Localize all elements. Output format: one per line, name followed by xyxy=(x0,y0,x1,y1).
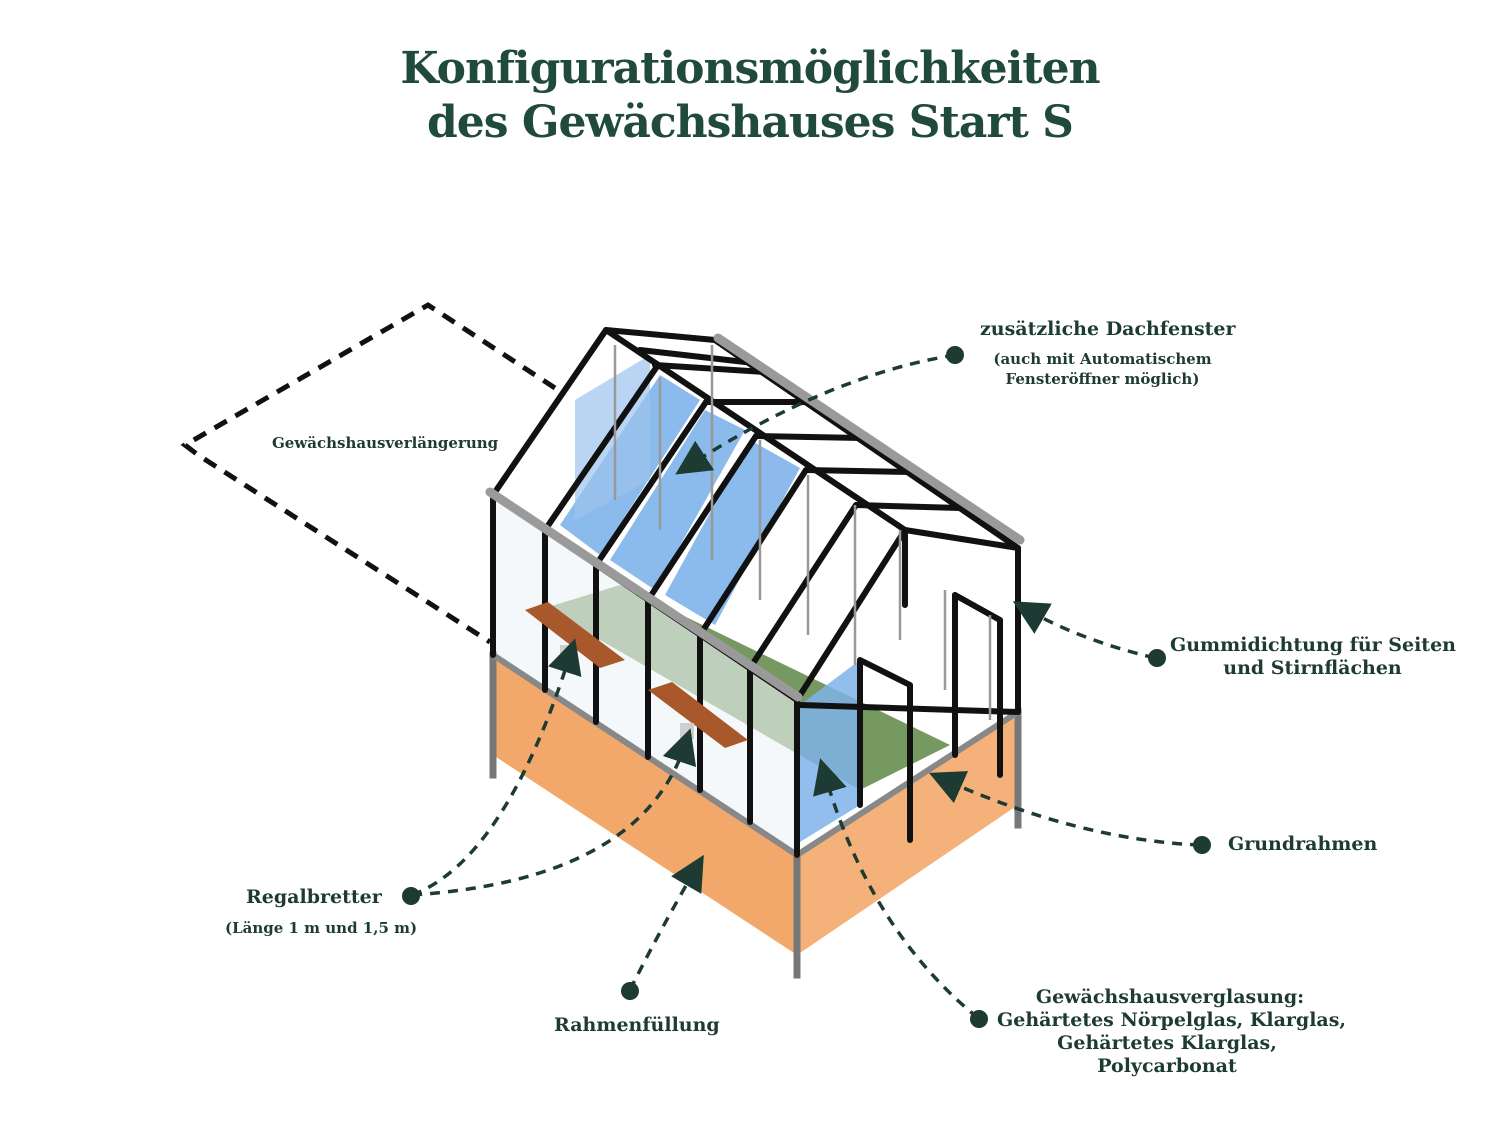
dot-roof-window xyxy=(946,346,964,364)
extension-outline xyxy=(180,302,557,645)
leader-shelves-2 xyxy=(411,728,697,897)
marker-dots xyxy=(402,346,1211,1028)
gutters xyxy=(485,333,1025,702)
label-extension: Gewächshausverlängerung xyxy=(272,434,499,452)
dot-seal xyxy=(1148,649,1166,667)
leader-glazing xyxy=(813,758,980,1020)
leader-seal xyxy=(1012,601,1156,660)
shelf-2 xyxy=(648,682,748,748)
shelf-1 xyxy=(525,602,625,668)
label-glazing-4: Polycarbonat xyxy=(1097,1055,1237,1077)
leader-lines xyxy=(411,353,1201,1020)
label-seal-2: und Stirnflächen xyxy=(1223,657,1402,679)
label-shelves: Regalbretter xyxy=(246,886,382,908)
label-glazing-2: Gehärtetes Nörpelglas, Klarglas, xyxy=(997,1009,1347,1031)
leader-frame-fill xyxy=(628,854,704,991)
label-roof-window-note-1: (auch mit Automatischem xyxy=(993,350,1212,368)
page-title-line-2: des Gewächshauses Start S xyxy=(427,97,1074,148)
dot-glazing xyxy=(970,1010,988,1028)
legs xyxy=(489,651,1022,979)
label-base-frame: Grundrahmen xyxy=(1228,833,1378,855)
label-seal-1: Gummidichtung für Seiten xyxy=(1170,634,1456,656)
dot-base-frame xyxy=(1193,836,1211,854)
page-title-line-1: Konfigurationsmöglichkeiten xyxy=(400,43,1100,94)
label-frame-fill: Rahmenfüllung xyxy=(554,1014,720,1036)
dot-frame-fill xyxy=(621,982,639,1000)
label-roof-window-note-2: Fensteröffner möglich) xyxy=(1005,370,1200,388)
label-glazing-1: Gewächshausverglasung: xyxy=(1035,986,1305,1008)
label-glazing-3: Gehärtetes Klarglas, xyxy=(1057,1032,1277,1054)
leader-roof-window xyxy=(675,353,956,475)
label-shelves-note: (Länge 1 m und 1,5 m) xyxy=(225,919,418,937)
back-gable-glass xyxy=(575,355,650,520)
glazing-bars xyxy=(613,345,992,720)
label-roof-window: zusätzliche Dachfenster xyxy=(980,318,1236,340)
dot-shelves xyxy=(402,887,420,905)
leader-shelves-1 xyxy=(411,638,582,897)
